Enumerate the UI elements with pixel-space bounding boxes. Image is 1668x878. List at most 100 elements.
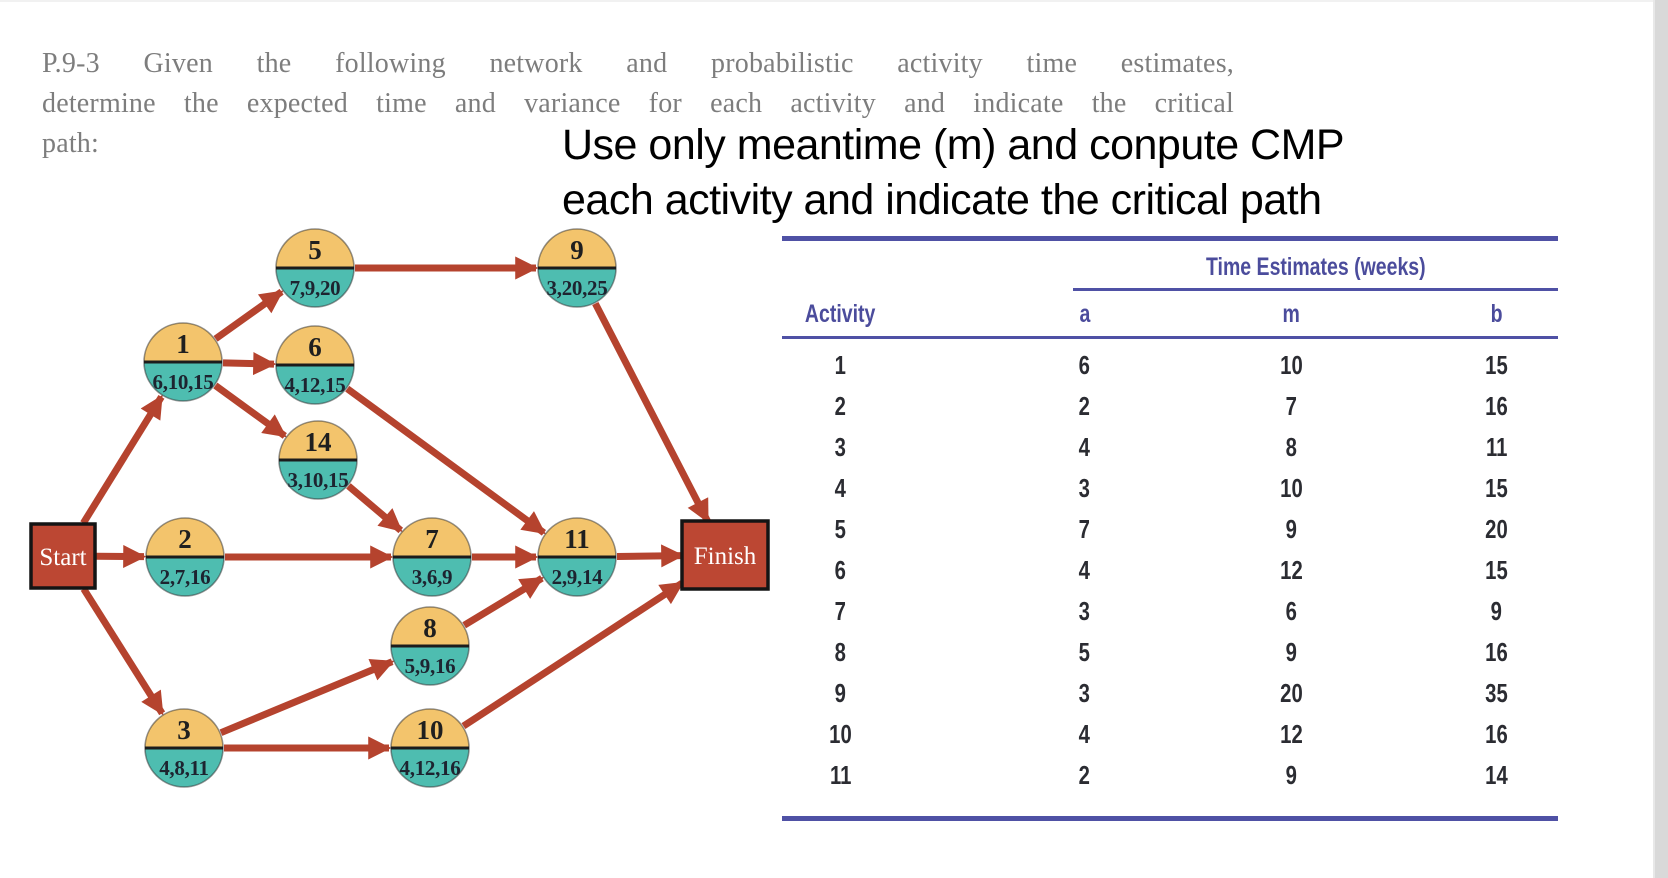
node-top-half — [276, 326, 354, 365]
node-number: 7 — [425, 524, 439, 554]
table-cell: 14 — [1485, 760, 1508, 790]
col-header-m: m — [1282, 300, 1301, 328]
annotation-line-2: each activity and indicate the critical … — [562, 176, 1322, 224]
node-top-half — [538, 518, 616, 557]
node-top-half — [391, 709, 469, 748]
network-edge-start-1 — [80, 394, 165, 525]
node-top-half — [538, 229, 616, 268]
node-estimates: 3,20,25 — [547, 276, 608, 300]
node-estimates: 3,10,15 — [288, 468, 349, 492]
node-top-half — [279, 421, 357, 460]
node-number: 2 — [178, 524, 192, 554]
node-estimates: 2,9,14 — [552, 565, 604, 589]
table-cell: 9 — [1285, 514, 1298, 544]
col-header-a: a — [1079, 300, 1090, 328]
activity-node-5: 57,9,20 — [275, 228, 355, 308]
node-number: 1 — [176, 329, 190, 359]
problem-statement: P.9-3 Given the following network and pr… — [42, 44, 1234, 164]
problem-line-2: determine the expected time and variance… — [42, 88, 1234, 119]
table-title-row: Time Estimates (weeks) — [782, 241, 1558, 291]
activity-node-14: 14 3,10,15 — [278, 420, 358, 500]
node-number: 14 — [305, 427, 332, 457]
activity-node-1: 1 6,10,15 — [143, 322, 223, 402]
table-cell: 9 — [1285, 637, 1298, 667]
node-estimates: 4,12,15 — [285, 373, 346, 397]
node-bottom-half — [276, 268, 354, 307]
node-estimates: 6,10,15 — [153, 370, 214, 394]
table-cell: 4 — [834, 473, 847, 503]
node-bottom-half — [276, 365, 354, 404]
table-cell: 9 — [834, 678, 847, 708]
finish-node: Finish — [680, 519, 770, 591]
node-estimates: 3,6,9 — [412, 565, 453, 589]
table-cell: 3 — [1078, 473, 1091, 503]
table-cell: 11 — [829, 760, 852, 790]
node-bottom-half — [538, 268, 616, 307]
table-cell: 16 — [1485, 391, 1508, 421]
node-number: 10 — [417, 715, 444, 745]
table-cell: 5 — [1078, 637, 1091, 667]
activity-node-9: 93,20,25 — [537, 228, 617, 308]
activity-node-3: 34,8,11 — [144, 708, 224, 788]
node-bottom-half — [279, 460, 357, 499]
table-cell: 2 — [1078, 391, 1091, 421]
table-cell: 35 — [1485, 678, 1508, 708]
network-edge-3-8 — [219, 658, 395, 736]
network-edge-6-11 — [345, 385, 546, 536]
node-bottom-half — [145, 748, 223, 787]
node-estimates: 2,7,16 — [160, 565, 211, 589]
col-header-activity: Activity — [805, 300, 876, 328]
table-cell: 5 — [834, 514, 847, 544]
table-cell: 10 — [1280, 473, 1303, 503]
node-top-half — [145, 709, 223, 748]
table-title: Time Estimates (weeks) — [1073, 241, 1558, 291]
table-cell: 6 — [834, 555, 847, 585]
node-estimates: 5,9,16 — [405, 654, 456, 678]
activity-node-7: 7 3,6,9 — [392, 517, 472, 597]
network-edge-1-5 — [213, 288, 284, 342]
table-cell: 2 — [1078, 760, 1091, 790]
table-header-row: Activity a m b — [782, 291, 1558, 339]
node-top-half — [393, 518, 471, 557]
activity-node-8: 85,9,16 — [390, 606, 470, 686]
table-cell: 11 — [1485, 432, 1508, 462]
node-number: 5 — [308, 235, 322, 265]
node-bottom-half — [393, 557, 471, 596]
activity-node-2: 2 2,7,16 — [145, 517, 225, 597]
start-label: Start — [39, 544, 86, 571]
node-bottom-half — [391, 646, 469, 685]
scrollbar[interactable] — [1653, 0, 1668, 878]
activity-node-11: 112,9,14 — [537, 517, 617, 597]
col-header-b: b — [1490, 300, 1503, 328]
finish-label: Finish — [694, 543, 757, 570]
table-cell: 4 — [1078, 719, 1091, 749]
network-edge-14-7 — [346, 483, 404, 534]
table-cell: 12 — [1280, 719, 1303, 749]
table-cell: 9 — [1490, 596, 1503, 626]
table-cell: 8 — [1285, 432, 1298, 462]
table-title-text: Time Estimates (weeks) — [1205, 253, 1426, 281]
table-cell: 6 — [1285, 596, 1298, 626]
node-top-half — [144, 323, 222, 362]
node-top-half — [276, 229, 354, 268]
network-edge-10-finish — [461, 580, 684, 730]
annotation-line-1: Use only meantime (m) and conpute CMP — [562, 121, 1345, 169]
table-cell: 3 — [1078, 678, 1091, 708]
activity-node-10: 104,12,16 — [390, 708, 470, 788]
node-bottom-half — [144, 362, 222, 401]
node-top-half — [391, 607, 469, 646]
node-estimates: 4,8,11 — [159, 756, 209, 780]
table-cell: 2 — [834, 391, 847, 421]
table-cell: 1 — [834, 350, 847, 380]
problem-line-3: path: — [42, 128, 99, 159]
